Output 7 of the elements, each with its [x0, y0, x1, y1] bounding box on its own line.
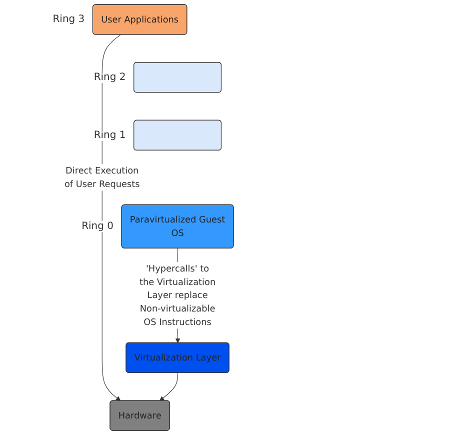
edge-label: 'Hypercalls' to the Virtualization Layer replace Non-virtualizable OS Instructions — [139, 263, 216, 328]
arrow — [159, 372, 178, 401]
edge-label: Direct Execution of User Requests — [64, 165, 140, 190]
ring-label: Ring 3 — [50, 14, 87, 25]
ring-label: Ring 0 — [80, 220, 116, 232]
ring-label: Ring 2 — [92, 72, 128, 83]
ring-label: Ring 1 — [92, 130, 128, 141]
